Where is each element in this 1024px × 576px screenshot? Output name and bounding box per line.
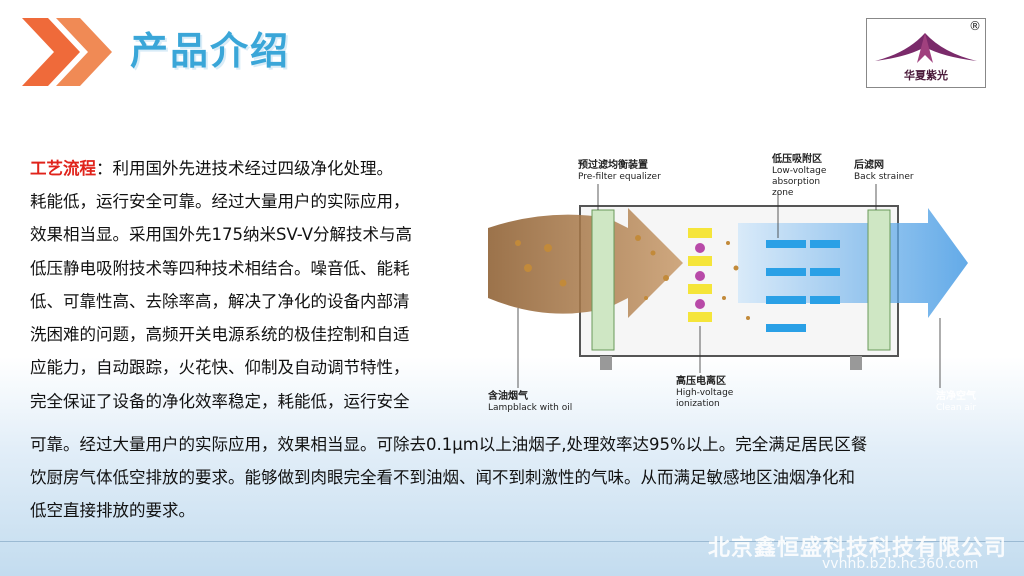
- label-highvoltage-en2: ionization: [676, 399, 720, 409]
- label-highvoltage-cn: 高压电离区: [676, 376, 726, 387]
- chevron-arrow-icon: [22, 18, 112, 86]
- purifier-illustration: [488, 184, 968, 388]
- label-lowvoltage-en1: Low-voltage: [772, 166, 827, 176]
- label-lowvoltage: 低压吸附区 Low-voltage absorption zone: [772, 154, 826, 199]
- label-highvoltage: 高压电离区 High-voltage ionization: [676, 376, 733, 410]
- company-logo: ® 华夏紫光: [866, 18, 986, 88]
- label-outlet-cn: 洁净空气: [936, 391, 976, 402]
- label-outlet-en: Clean air: [936, 403, 977, 413]
- intro-line-9: 可靠。经过大量用户的实际应用，效果相当显。可除去0.1μm以上油烟子,处理效率达…: [30, 435, 868, 454]
- label-prefilter: 预过滤均衡装置 Pre-filter equalizer: [578, 160, 661, 183]
- label-prefilter-en: Pre-filter equalizer: [578, 172, 661, 182]
- registered-mark: ®: [969, 19, 981, 33]
- intro-line-6: 洗困难的问题，高频开关电源系统的极佳控制和自适: [30, 325, 410, 344]
- company-watermark: 北京鑫恒盛科技科技有限公司: [708, 536, 1008, 561]
- intro-line-7: 应能力，自动跟踪，火花快、仰制及自动调节特性，: [30, 358, 410, 377]
- url-watermark: vvhhb.b2b.hc360.com: [822, 556, 979, 572]
- intro-line-10: 饮厨房气体低空排放的要求。能够做到肉眼完全看不到油烟、闻不到刺激性的气味。从而满…: [30, 468, 855, 487]
- label-strainer-cn: 后滤网: [854, 160, 884, 171]
- purifier-diagram: 预过滤均衡装置 Pre-filter equalizer 低压吸附区 Low-v…: [488, 148, 988, 418]
- label-lowvoltage-cn: 低压吸附区: [772, 154, 822, 165]
- logo-text: 华夏紫光: [904, 69, 948, 82]
- label-lowvoltage-en3: zone: [772, 188, 794, 198]
- page-title: 产品介绍: [130, 29, 291, 73]
- intro-line-1: 工艺流程：利用国外先进技术经过四级净化处理。: [30, 152, 393, 185]
- intro-line-3: 效果相当显。采用国外先175纳米SV-V分解技术与高: [30, 225, 413, 244]
- intro-line-5: 低、可靠性高、去除率高，解决了净化的设备内部清: [30, 292, 410, 311]
- label-outlet: 洁净空气 Clean air: [936, 391, 976, 414]
- label-inlet-en: Lampblack with oil: [488, 403, 573, 413]
- logo-mark-icon: [875, 33, 977, 63]
- intro-line-2: 耗能低，运行安全可靠。经过大量用户的实际应用，: [30, 192, 410, 211]
- label-strainer: 后滤网 Back strainer: [854, 160, 914, 183]
- label-strainer-en: Back strainer: [854, 172, 914, 182]
- footer-divider: [0, 541, 1024, 542]
- process-keyword: 工艺流程: [30, 159, 96, 178]
- label-inlet-cn: 含油烟气: [488, 391, 528, 402]
- intro-line-11: 低空直接排放的要求。: [30, 501, 195, 520]
- label-lowvoltage-en2: absorption: [772, 177, 821, 187]
- intro-line-1-text: ：利用国外先进技术经过四级净化处理。: [96, 159, 393, 178]
- label-inlet: 含油烟气 Lampblack with oil: [488, 391, 572, 414]
- intro-line-8: 完全保证了设备的净化效率稳定，耗能低，运行安全: [30, 392, 410, 411]
- intro-line-4: 低压静电吸附技术等四种技术相结合。噪音低、能耗: [30, 259, 410, 278]
- label-highvoltage-en1: High-voltage: [676, 388, 734, 398]
- label-prefilter-cn: 预过滤均衡装置: [578, 160, 648, 171]
